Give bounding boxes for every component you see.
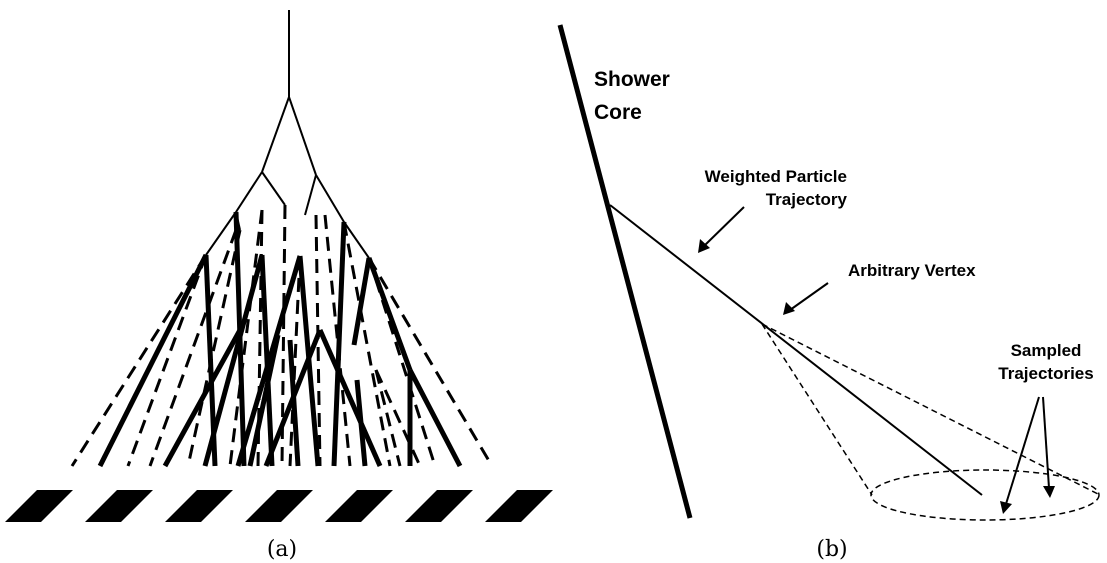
panel-b-trajectory-diagram (557, 24, 1100, 521)
dashed-particle-tracks (70, 204, 494, 467)
label-arrows (698, 206, 1055, 514)
shower-core-line (557, 24, 693, 519)
weighted-trajectory-label-line1: Weighted Particle (705, 167, 847, 186)
sampled-trajectories-label-line2: Trajectories (998, 364, 1093, 383)
sampling-disk (870, 469, 1100, 521)
shower-core-label-line2: Core (594, 101, 642, 124)
caption-a: (a) (267, 537, 297, 562)
weighted-trajectory-line (609, 204, 983, 496)
sampled-trajectories-label-line1: Sampled (1011, 341, 1082, 360)
weighted-trajectory-label-line2: Trajectory (766, 190, 848, 209)
caption-b: (b) (816, 537, 847, 562)
solid-particle-tracks (97, 211, 463, 468)
sampled-trajectory-cone (761, 323, 1100, 521)
primary-branches (205, 10, 370, 259)
shower-core-label-line1: Shower (594, 68, 670, 91)
ground-blocks (5, 490, 553, 522)
arbitrary-vertex-label: Arbitrary Vertex (848, 261, 976, 280)
panel-a-shower-diagram (5, 10, 553, 522)
